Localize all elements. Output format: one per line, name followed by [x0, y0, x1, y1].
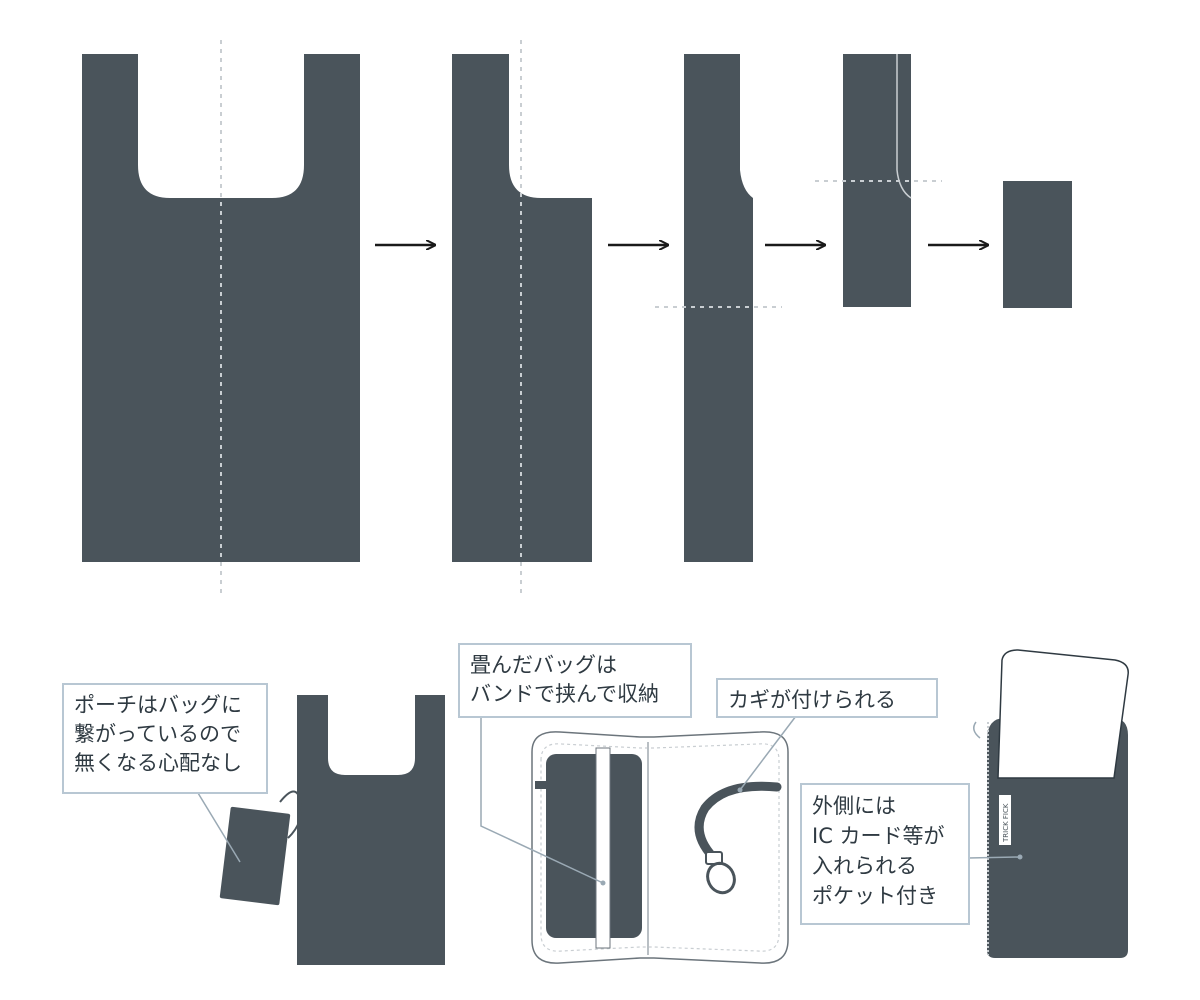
callout-pointer-pocket	[967, 856, 1021, 859]
fold-step-1-bag	[82, 40, 360, 595]
pouch-icon	[219, 806, 291, 906]
bag-shape	[82, 54, 360, 562]
pouch-zip-pull	[973, 721, 981, 739]
pointer-dot-key	[737, 787, 743, 793]
fold-step-3-bag	[655, 54, 782, 562]
callout-text-line: 畳んだバッグは	[470, 653, 617, 677]
callout-pointer-pouch	[197, 792, 241, 863]
bag-with-pouch	[219, 695, 445, 965]
handle-edge-line	[896, 54, 912, 199]
bag-shape	[452, 54, 592, 562]
callout-text-line: 外側には	[812, 794, 896, 818]
callout-key: カギが付けられる	[716, 678, 938, 718]
fold-step-4-bag	[815, 54, 942, 307]
callout-band: 畳んだバッグは バンドで挟んで収納	[458, 643, 692, 718]
elastic-band	[595, 747, 611, 949]
key-strap	[694, 781, 782, 862]
callout-text-line: ポケット付き	[812, 884, 938, 908]
key-clip-icon	[705, 851, 736, 895]
callout-text-line: カギが付けられる	[728, 688, 896, 712]
pouch-inner-outline	[540, 743, 780, 952]
folded-bag-inside	[546, 754, 642, 938]
pointer-dot-band	[600, 880, 606, 886]
pouch-brand-tag-text: TRICK FICK	[1002, 803, 1010, 843]
pouch-with-pocket: TRICK FICK	[973, 649, 1129, 958]
bag-shape	[297, 695, 445, 965]
pouch-cord	[279, 790, 303, 839]
callout-text-line: 入れられる	[812, 854, 917, 878]
callout-text-line: 無くなる心配なし	[74, 751, 242, 775]
fold-step-5-bag	[1003, 181, 1072, 308]
callout-text-line: IC カード等が	[812, 824, 945, 848]
callout-text-line: ポーチはバッグに	[74, 693, 242, 717]
callout-pointer-band	[480, 716, 604, 884]
pouch-lid-flap	[997, 649, 1129, 779]
callout-text-line: バンドで挟んで収納	[470, 682, 659, 706]
callout-pocket: 外側には IC カード等が 入れられる ポケット付き	[800, 783, 970, 925]
pointer-dot-pocket	[1017, 854, 1023, 860]
pouch-brand-tag	[999, 795, 1011, 845]
callout-pouch: ポーチはバッグに 繋がっているので 無くなる心配なし	[62, 683, 268, 794]
fold-step-2-bag	[452, 40, 592, 595]
callout-pointer-key	[739, 715, 797, 791]
open-pouch	[531, 731, 789, 964]
callout-text-line: 繋がっているので	[74, 722, 241, 746]
